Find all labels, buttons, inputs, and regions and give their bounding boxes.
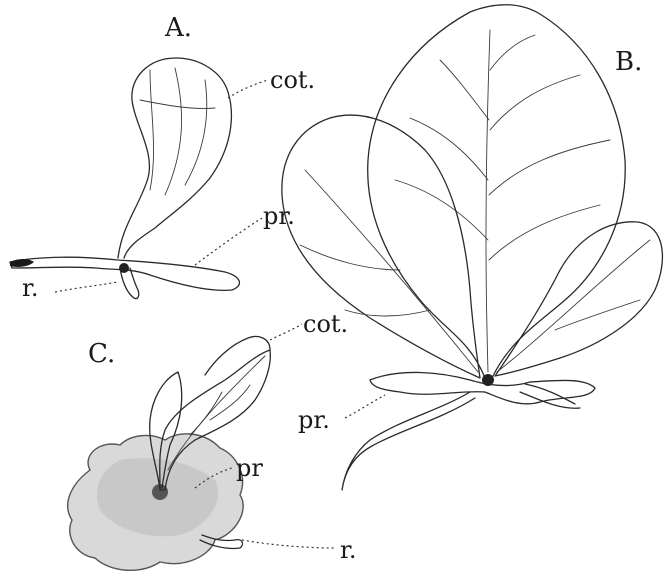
label-c-pr: pr — [236, 454, 263, 482]
panel-a-letter: A. — [164, 13, 192, 43]
label-c-cot: cot. — [303, 310, 348, 338]
panel-b-letter: B. — [615, 47, 642, 77]
panel-a-cotyledon — [118, 58, 231, 258]
panel-c-letter: C. — [88, 339, 115, 369]
label-a-cot: cot. — [270, 66, 315, 94]
panel-a-drawing — [10, 58, 239, 299]
label-a-pr: pr. — [263, 202, 295, 230]
label-c-r: r. — [340, 536, 356, 564]
label-b-pr: pr. — [298, 406, 330, 434]
panel-b-drawing — [282, 5, 663, 490]
panel-b-prothallus — [370, 372, 595, 403]
panel-b-central-leaf — [368, 5, 626, 378]
label-a-r: r. — [22, 274, 38, 302]
panel-b-root — [342, 392, 475, 490]
